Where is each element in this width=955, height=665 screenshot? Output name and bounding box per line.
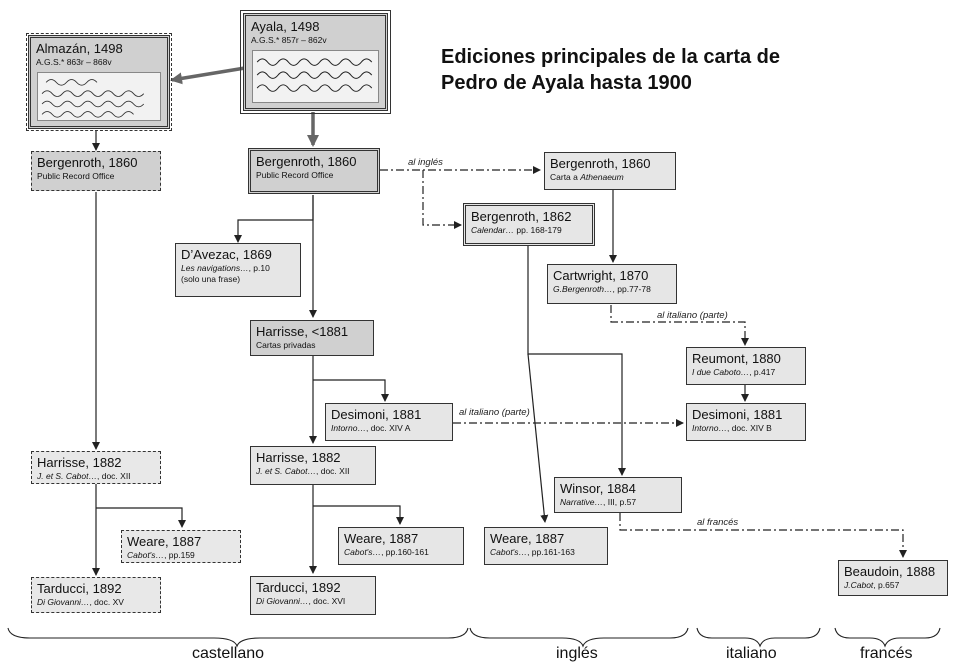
edge-label-al-ingles: al inglés: [406, 157, 445, 168]
node-weare-1887-ingles: Weare, 1887 Cabot's…, pp.161-163: [484, 527, 608, 565]
language-label-frances: francés: [860, 645, 913, 662]
node-davezac-1869: D’Avezac, 1869 Les navigations…, p.10 (s…: [175, 243, 301, 297]
node-title: Desimoni, 1881: [331, 407, 422, 422]
node-subtitle: J.Cabot, p.657: [844, 580, 900, 590]
node-subtitle: Public Record Office: [37, 171, 115, 181]
node-title: Desimoni, 1881: [692, 407, 783, 422]
node-subtitle: Di Giovanni…, doc. XV: [37, 597, 124, 607]
node-note: (solo una frase): [181, 274, 241, 284]
brace-ingles: [469, 627, 689, 648]
node-title: Tarducci, 1892: [37, 581, 122, 596]
node-subtitle: G.Bergenroth…, pp.77-78: [553, 284, 651, 294]
brace-frances: [834, 627, 941, 648]
node-harrisse-1882-main: Harrisse, 1882 J. et S. Cabot…, doc. XII: [250, 446, 376, 485]
node-subtitle: J. et S. Cabot…, doc. XII: [256, 466, 350, 476]
edge-label-al-frances: al francés: [695, 517, 741, 528]
node-title: Bergenroth, 1860: [37, 155, 138, 170]
node-title: Bergenroth, 1862: [471, 209, 572, 224]
node-bergenroth-1860-castellano: Bergenroth, 1860 Public Record Office: [31, 151, 161, 191]
node-subtitle: Cabot's…, pp.161-163: [490, 547, 575, 557]
node-weare-1887-castellano: Weare, 1887 Cabot's…, pp.159: [121, 530, 241, 563]
node-subtitle: Public Record Office: [256, 170, 334, 180]
diagram-title: Ediciones principales de la carta de Ped…: [441, 44, 821, 96]
node-subtitle: Intorno…, doc. XIV B: [692, 423, 772, 433]
node-subtitle: Di Giovanni…, doc. XVI: [256, 596, 346, 606]
node-subtitle: Les navigations…, p.10: [181, 263, 270, 273]
manuscript-image: [37, 72, 161, 121]
node-title: Harrisse, 1882: [256, 450, 341, 465]
node-title: Bergenroth, 1860: [256, 154, 357, 169]
node-almazan-1498: Almazán, 1498 A.G.S.* 863r – 868v: [26, 33, 172, 131]
node-title: Cartwright, 1870: [553, 268, 649, 283]
node-subtitle: J. et S. Cabot…, doc. XII: [37, 471, 131, 481]
node-title: Weare, 1887: [344, 531, 419, 546]
node-weare-1887-main: Weare, 1887 Cabot's…, pp.160-161: [338, 527, 464, 565]
node-subtitle: Narrative…, III, p.57: [560, 497, 637, 507]
node-title: Weare, 1887: [127, 534, 202, 549]
node-subtitle: A.G.S.* 857r – 862v: [251, 35, 327, 45]
node-subtitle: A.G.S.* 863r – 868v: [36, 57, 112, 67]
node-desimoni-1881-b: Desimoni, 1881 Intorno…, doc. XIV B: [686, 403, 806, 441]
brace-italiano: [696, 627, 821, 648]
arrow-ayala-to-almazan: [170, 66, 246, 85]
node-bergenroth-1860-athenaeum: Bergenroth, 1860 Carta a Athenaeum: [544, 152, 676, 190]
language-label-ingles: inglés: [556, 645, 598, 662]
language-label-castellano: castellano: [192, 645, 265, 662]
title-line-2: Pedro de Ayala hasta 1900: [441, 72, 692, 94]
node-title: Beaudoin, 1888: [844, 564, 936, 579]
node-tarducci-1892-castellano: Tarducci, 1892 Di Giovanni…, doc. XV: [31, 577, 161, 613]
manuscript-image: [252, 50, 379, 103]
title-line-1: Ediciones principales de la carta de: [441, 46, 781, 68]
node-title: Weare, 1887: [490, 531, 565, 546]
node-harrisse-1881: Harrisse, <1881 Cartas privadas: [250, 320, 374, 356]
node-desimoni-1881-a: Desimoni, 1881 Intorno…, doc. XIV A: [325, 403, 453, 441]
node-ayala-1498: Ayala, 1498 A.G.S.* 857r – 862v: [240, 10, 391, 114]
node-cartwright-1870: Cartwright, 1870 G.Bergenroth…, pp.77-78: [547, 264, 677, 304]
node-reumont-1880: Reumont, 1880 I due Caboto…, p.417: [686, 347, 806, 385]
brace-castellano: [7, 627, 469, 648]
node-title: Almazán, 1498: [36, 41, 123, 56]
node-subtitle: Intorno…, doc. XIV A: [331, 423, 411, 433]
node-title: Bergenroth, 1860: [550, 156, 651, 171]
node-subtitle: I due Caboto…, p.417: [692, 367, 776, 377]
node-subtitle: Carta a Athenaeum: [550, 172, 624, 182]
node-bergenroth-1862: Bergenroth, 1862 Calendar… pp. 168-179: [463, 203, 595, 246]
node-title: Harrisse, 1882: [37, 455, 122, 470]
node-harrisse-1882-castellano: Harrisse, 1882 J. et S. Cabot…, doc. XII: [31, 451, 161, 484]
node-subtitle: Cabot's…, pp.159: [127, 550, 195, 560]
node-title: D’Avezac, 1869: [181, 247, 272, 262]
edge-label-al-italiano-parte: al italiano (parte): [457, 407, 532, 418]
node-subtitle: Cabot's…, pp.160-161: [344, 547, 429, 557]
node-title: Harrisse, <1881: [256, 324, 349, 339]
node-title: Ayala, 1498: [251, 19, 320, 34]
node-beaudoin-1888: Beaudoin, 1888 J.Cabot, p.657: [838, 560, 948, 596]
edge-label-al-italiano-parte: al italiano (parte): [655, 310, 730, 321]
language-label-italiano: italiano: [726, 645, 777, 662]
node-title: Reumont, 1880: [692, 351, 781, 366]
node-subtitle: Cartas privadas: [256, 340, 316, 350]
node-bergenroth-1860-main: Bergenroth, 1860 Public Record Office: [248, 148, 380, 194]
node-title: Tarducci, 1892: [256, 580, 341, 595]
node-subtitle: Calendar… pp. 168-179: [471, 225, 562, 235]
node-title: Winsor, 1884: [560, 481, 636, 496]
node-winsor-1884: Winsor, 1884 Narrative…, III, p.57: [554, 477, 682, 513]
node-tarducci-1892-main: Tarducci, 1892 Di Giovanni…, doc. XVI: [250, 576, 376, 615]
